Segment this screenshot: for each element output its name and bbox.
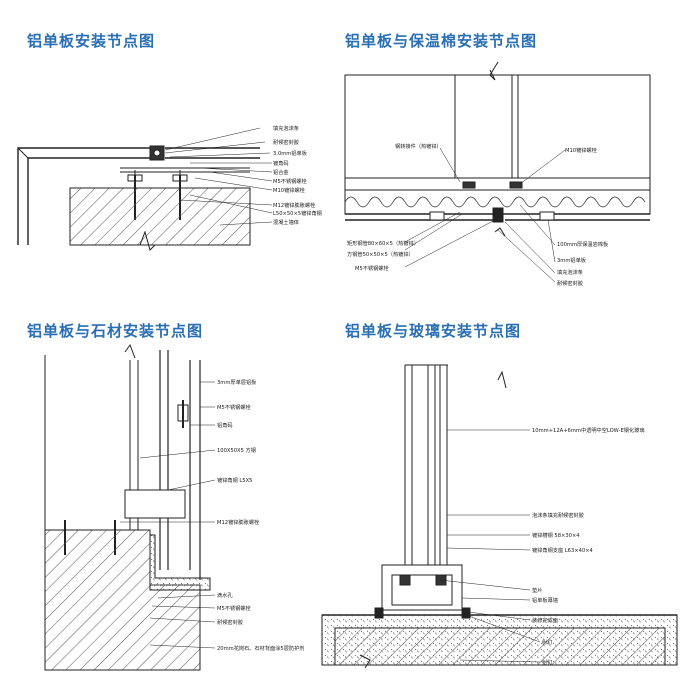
callout-label: 滴水孔 (217, 591, 233, 599)
callout-label: 耐候密封胶 (557, 279, 583, 287)
panel-4-labels: 10mm+12A+6mm中透明中空LOW-E钢化玻璃 泡沫条填充耐候密封胶 镀锌… (532, 426, 645, 666)
callout-label: 混凝土墙体 (273, 218, 300, 226)
callout-label: M5不锈钢螺栓 (217, 604, 252, 612)
callout-label: 铝合金 (273, 168, 289, 176)
panel-title-aluminum-stone: 铝单板与石材安装节点图 (27, 322, 204, 340)
callout-label: 钢转接件（热镀锌） (395, 142, 442, 150)
callout-label: 10mm+12A+6mm中透明中空LOW-E钢化玻璃 (532, 426, 645, 434)
callout-label: 射钉 (542, 658, 552, 666)
callout-label: 100mm厚保温岩棉板 (557, 240, 609, 248)
callout-label: 装修完成面 (532, 616, 558, 624)
callout-label: 镀锌角钢 L5X5 (217, 476, 252, 484)
callout-label: 3.0mm铝单板 (273, 149, 308, 157)
callout-label: M12镀锌膨胀螺栓 (273, 201, 316, 209)
callout-label: 泡沫条填充耐候密封胶 (532, 511, 584, 519)
panel-2-drawing (344, 61, 651, 283)
panel-1-drawing (17, 127, 273, 251)
callout-label: 矩形钢管80×60×5（热镀锌） (347, 239, 419, 247)
panel-1-labels: 填充泡沫条 耐候密封胶 3.0mm铝单板 镀角码 铝合金 M5不锈钢螺栓 M10… (273, 124, 322, 226)
callout-label: 3mm铝单板 (557, 256, 587, 264)
callout-label: M5不锈钢螺栓 (273, 177, 308, 185)
callout-label: 填充泡沫条 (557, 268, 583, 276)
callout-label: 耐候密封胶 (273, 138, 299, 146)
panel-title-aluminum-panel: 铝单板安装节点图 (27, 32, 156, 50)
callout-label: M10镀锌螺栓 (273, 186, 306, 194)
callout-label: 镀锌槽钢 58×30×4 (532, 531, 580, 539)
panel-4-drawing (321, 364, 678, 669)
callout-label: 填充泡沫条 (273, 124, 299, 132)
panel-3-drawing (44, 343, 216, 671)
callout-label: 方钢管50×50×5（热镀锌） (347, 250, 414, 258)
callout-label: 射钉 (542, 638, 552, 646)
panel-3-labels: 3mm厚单层铝板 M5不锈钢螺栓 铝角码 100X50X5 方钢 镀锌角钢 L5… (217, 378, 304, 652)
callout-label: 铝单板幕墙 (532, 596, 558, 604)
panel-title-aluminum-insulation: 铝单板与保温棉安装节点图 (345, 32, 538, 50)
callout-label: 100X50X5 方钢 (217, 446, 256, 454)
callout-label: 耐候密封胶 (217, 618, 243, 626)
callout-label: M10镀锌螺栓 (565, 146, 598, 154)
callout-label: M12镀锌膨胀螺栓 (217, 518, 260, 526)
callout-label: 镀锌角钢支座 L63×40×4 (532, 546, 594, 554)
callout-label: M5不锈钢螺栓 (355, 264, 390, 272)
callout-label: 3mm厚单层铝板 (217, 378, 257, 386)
callout-label: M5不锈钢螺栓 (217, 403, 252, 411)
callout-label: 20mm花岗石、石材背面涂5层防护剂 (217, 644, 304, 652)
panel-2-labels: 钢转接件（热镀锌） M10镀锌螺栓 矩形钢管80×60×5（热镀锌） 方钢管50… (347, 142, 609, 287)
callout-label: 铝角码 (217, 421, 233, 429)
callout-label: L50×50×5镀锌角钢 (273, 209, 322, 217)
callout-label: 垫片 (532, 586, 542, 594)
panel-title-aluminum-glass: 铝单板与玻璃安装节点图 (345, 322, 522, 340)
callout-label: 镀角码 (273, 159, 289, 167)
